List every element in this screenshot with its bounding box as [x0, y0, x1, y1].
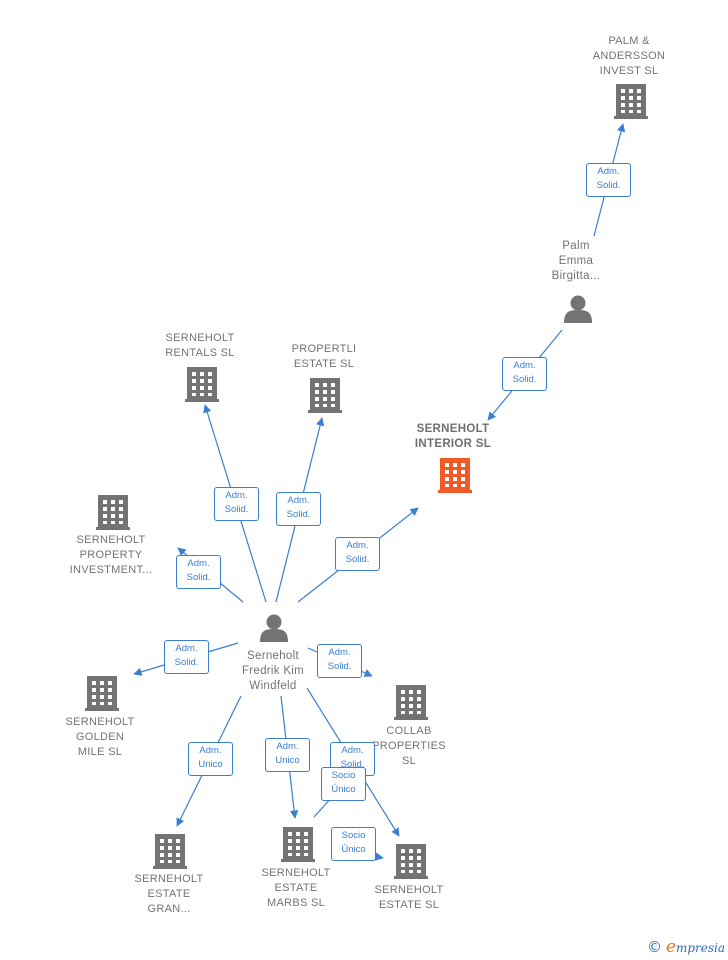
- building-icon[interactable]: [281, 827, 315, 862]
- edge-label: Adm.Solid.: [317, 644, 362, 678]
- building-icon[interactable]: [614, 84, 648, 119]
- node-label-serneholt-property[interactable]: SERNEHOLT PROPERTY INVESTMENT...: [69, 534, 153, 576]
- edge-label: Adm.Solid.: [335, 537, 380, 571]
- building-icon[interactable]: [394, 844, 428, 879]
- edge-label: Adm.Unico: [188, 742, 233, 776]
- edge-label: Adm.Solid.: [214, 487, 259, 521]
- node-label-collab-properties[interactable]: COLLAB PROPERTIES SL: [372, 725, 446, 767]
- building-icon[interactable]: [185, 367, 219, 402]
- building-icon[interactable]: [153, 834, 187, 869]
- node-label-serneholt-rentals[interactable]: SERNEHOLT RENTALS SL: [165, 332, 235, 359]
- copyright-icon: ©: [647, 938, 663, 956]
- node-label-serneholt-estate[interactable]: SERNEHOLT ESTATE SL: [374, 884, 444, 911]
- node-label-serneholt-interior[interactable]: SERNEHOLT INTERIOR SL: [414, 423, 492, 450]
- node-label-serneholt-estate-marbs[interactable]: SERNEHOLT ESTATE MARBS SL: [261, 867, 331, 909]
- brand-logo-letter: e: [665, 937, 676, 957]
- node-label-serneholt-estate-gran[interactable]: SERNEHOLT ESTATE GRAN...: [134, 873, 204, 915]
- building-icon[interactable]: [96, 495, 130, 530]
- building-icon[interactable]: [394, 685, 428, 720]
- person-icon[interactable]: [260, 614, 288, 643]
- edge-label: Adm.Solid.: [176, 555, 221, 589]
- node-label-serneholt-golden[interactable]: SERNEHOLT GOLDEN MILE SL: [65, 716, 135, 758]
- building-icon[interactable]: [438, 458, 472, 493]
- edge-label: Adm.Solid.: [164, 640, 209, 674]
- edge-label: Adm.Solid.: [276, 492, 321, 526]
- person-icon[interactable]: [564, 295, 592, 324]
- edge-label: Adm.Solid.: [586, 163, 631, 197]
- edge-label: Adm.Solid.: [502, 357, 547, 391]
- node-label-serneholt-fredrik[interactable]: Serneholt Fredrik Kim Windfeld: [241, 650, 305, 692]
- building-icon[interactable]: [308, 378, 342, 413]
- node-label-palm-andersson[interactable]: PALM & ANDERSSON INVEST SL: [592, 35, 666, 77]
- node-label-propertli-estate[interactable]: PROPERTLI ESTATE SL: [291, 343, 357, 370]
- node-label-palm-emma[interactable]: Palm Emma Birgitta...: [551, 240, 601, 282]
- brand-name: mpresia: [675, 941, 725, 955]
- edge-label: Adm.Unico: [265, 738, 310, 772]
- footer-brand: © empresia: [647, 937, 725, 957]
- building-icon[interactable]: [85, 676, 119, 711]
